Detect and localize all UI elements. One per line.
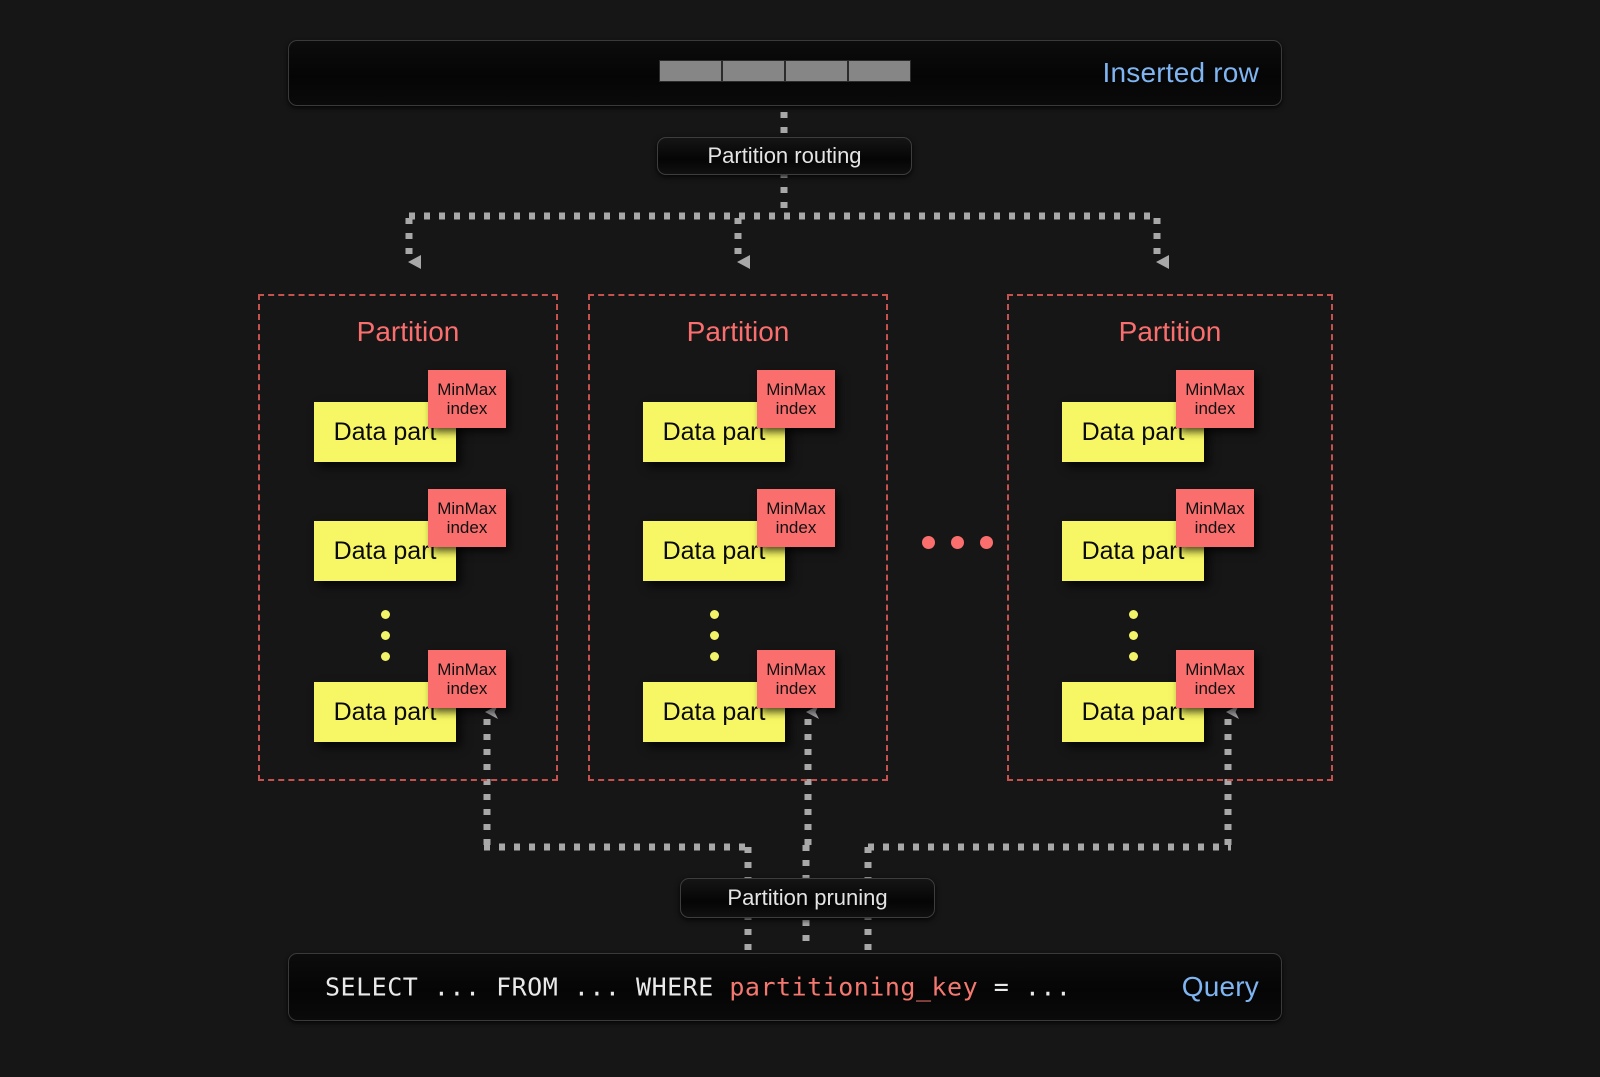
- vertical-ellipsis-dots: [1129, 610, 1138, 661]
- partition-routing-label: Partition routing: [707, 143, 862, 168]
- data-part-box: Data part: [643, 521, 785, 581]
- minmax-index-badge: MinMax index: [757, 489, 835, 547]
- row-cell: [848, 60, 911, 82]
- minmax-line1: MinMax: [1185, 659, 1245, 679]
- minmax-line1: MinMax: [1185, 379, 1245, 399]
- partition-box-2: Partition: [588, 294, 888, 781]
- vertical-ellipsis-dots: [710, 610, 719, 661]
- minmax-line2: index: [775, 679, 817, 698]
- partition-box-3: Partition: [1007, 294, 1333, 781]
- minmax-index-badge: MinMax index: [1176, 370, 1254, 428]
- minmax-line2: index: [775, 518, 817, 537]
- query-label: Query: [1181, 971, 1259, 1002]
- inserted-row-label: Inserted row: [1102, 57, 1259, 88]
- query-sql-text: SELECT ... FROM ... WHERE partitioning_k…: [325, 973, 1071, 1002]
- minmax-line1: MinMax: [766, 659, 826, 679]
- minmax-line1: MinMax: [1185, 498, 1245, 518]
- minmax-line1: MinMax: [437, 379, 497, 399]
- partition-title: Partition: [1118, 316, 1222, 347]
- between-partitions-ellipsis: [922, 536, 993, 549]
- vertical-ellipsis-dots: [381, 610, 390, 661]
- minmax-index-badge: MinMax index: [428, 370, 506, 428]
- minmax-line2: index: [446, 518, 488, 537]
- minmax-index-badge: MinMax index: [757, 370, 835, 428]
- minmax-line1: MinMax: [766, 498, 826, 518]
- sql-prefix: SELECT ... FROM ... WHERE: [325, 972, 730, 1002]
- minmax-line2: index: [1194, 518, 1236, 537]
- minmax-line1: MinMax: [437, 498, 497, 518]
- minmax-index-badge: MinMax index: [1176, 489, 1254, 547]
- minmax-line2: index: [775, 399, 817, 418]
- minmax-index-badge: MinMax index: [757, 650, 835, 708]
- inserted-row-cells: [659, 60, 911, 82]
- minmax-line2: index: [446, 399, 488, 418]
- partition-title: Partition: [356, 316, 460, 347]
- row-cell: [659, 60, 722, 82]
- partition-routing-box: Partition routing: [657, 137, 912, 175]
- partition-pruning-label: Partition pruning: [727, 885, 888, 910]
- minmax-index-badge: MinMax index: [428, 489, 506, 547]
- partition-title: Partition: [686, 316, 790, 347]
- query-bar: SELECT ... FROM ... WHERE partitioning_k…: [288, 953, 1282, 1021]
- sql-partitioning-key: partitioning_key: [729, 972, 979, 1002]
- partition-pruning-box: Partition pruning: [680, 878, 935, 918]
- minmax-line2: index: [446, 679, 488, 698]
- minmax-index-badge: MinMax index: [1176, 650, 1254, 708]
- minmax-index-badge: MinMax index: [428, 650, 506, 708]
- minmax-line2: index: [1194, 399, 1236, 418]
- row-cell: [722, 60, 785, 82]
- partition-box-1: Partition: [258, 294, 558, 781]
- minmax-line1: MinMax: [766, 379, 826, 399]
- data-part-box: Data part: [1062, 402, 1204, 462]
- row-cell: [785, 60, 848, 82]
- data-part-box: Data part: [643, 682, 785, 742]
- minmax-line2: index: [1194, 679, 1236, 698]
- data-part-box: Data part: [643, 402, 785, 462]
- minmax-line1: MinMax: [437, 659, 497, 679]
- sql-suffix: = ...: [978, 972, 1072, 1002]
